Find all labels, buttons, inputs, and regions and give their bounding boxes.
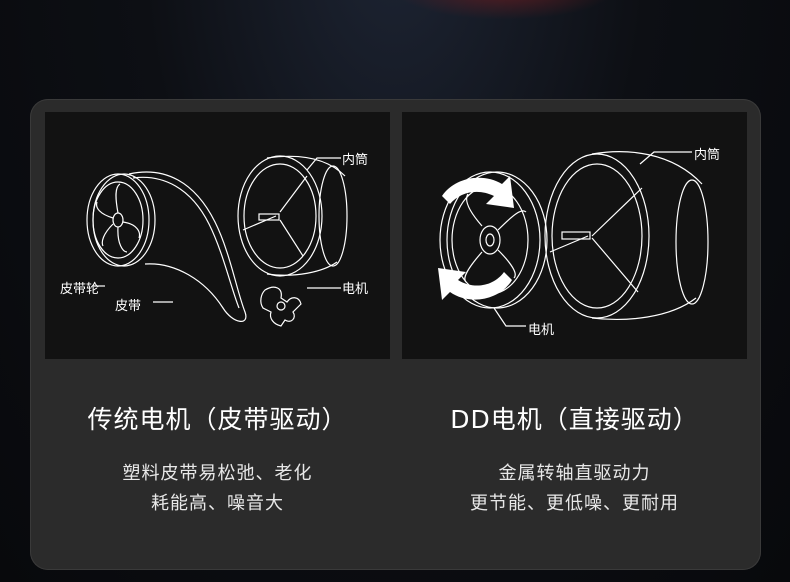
label-motor: 电机 — [342, 282, 369, 297]
direct-drive-diagram — [438, 151, 709, 327]
belt-drive-diagram — [86, 155, 348, 327]
direct-drive-desc-line2: 更节能、更低噪、更耐用 — [470, 493, 679, 514]
rotation-arrow-top — [442, 176, 514, 208]
belt-drive-title: 传统电机（皮带驱动） — [87, 405, 348, 434]
direct-drive-title: DD电机（直接驱动） — [450, 405, 699, 434]
rotation-arrow-bottom — [438, 268, 512, 300]
label-motor: 电机 — [528, 323, 555, 338]
direct-drive-desc-line1: 金属转轴直驱动力 — [498, 463, 651, 484]
pulley-outer — [86, 173, 150, 267]
label-inner-drum: 内筒 — [342, 153, 369, 168]
belt-drive-illustration: 内筒 电机 皮带轮 皮带 — [45, 112, 390, 359]
belt-drive-desc-line1: 塑料皮带易松弛、老化 — [122, 463, 313, 484]
belt-drive-desc-line2: 耗能高、噪音大 — [151, 493, 284, 514]
drum-back — [237, 155, 323, 277]
label-pulley: 皮带轮 — [60, 282, 100, 297]
drum-back — [544, 153, 650, 319]
direct-drive-illustration: 内筒 电机 — [402, 112, 747, 359]
top-glow-decoration — [395, 0, 615, 20]
label-inner-drum: 内筒 — [694, 148, 721, 163]
label-belt: 皮带 — [115, 299, 142, 314]
